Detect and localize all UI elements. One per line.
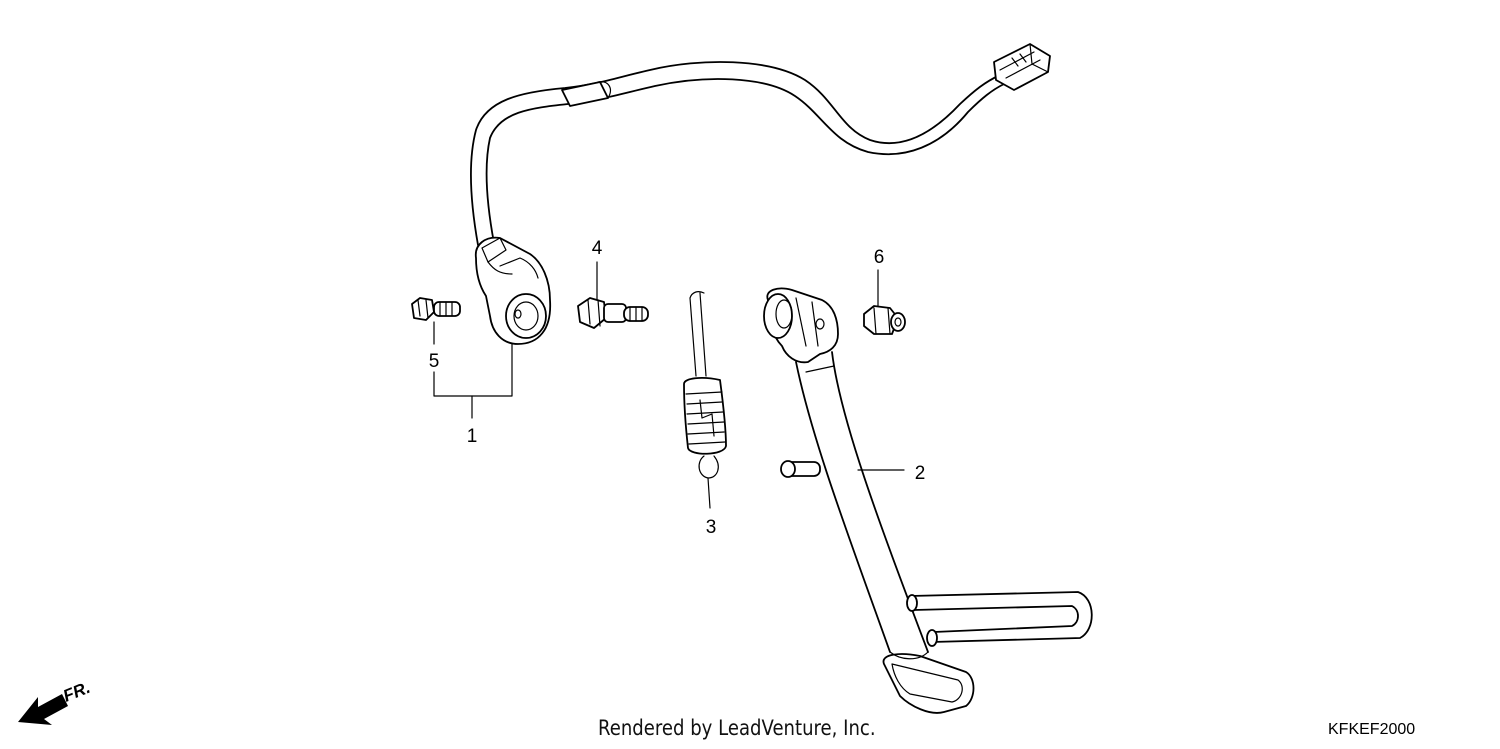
callout-2: 2	[915, 463, 926, 484]
callout-5: 5	[429, 351, 440, 372]
callout-1: 1	[467, 426, 478, 447]
flange-bolt-small[interactable]	[411, 297, 461, 345]
side-stand-switch-assembly[interactable]	[433, 43, 1051, 419]
footer-credit: Rendered by LeadVenture, Inc.	[598, 716, 876, 740]
front-direction-label: FR.	[60, 678, 93, 706]
callout-3: 3	[706, 517, 717, 538]
diagram-code: KFKEF2000	[1328, 721, 1416, 738]
side-stand[interactable]	[763, 287, 1093, 714]
side-stand-return-spring[interactable]	[683, 291, 727, 509]
flange-nut[interactable]	[863, 269, 906, 335]
side-stand-pivot-bolt[interactable]	[577, 261, 649, 329]
front-direction-arrow-icon: FR.	[18, 678, 93, 725]
callout-4: 4	[592, 238, 603, 259]
callout-6: 6	[874, 247, 885, 268]
